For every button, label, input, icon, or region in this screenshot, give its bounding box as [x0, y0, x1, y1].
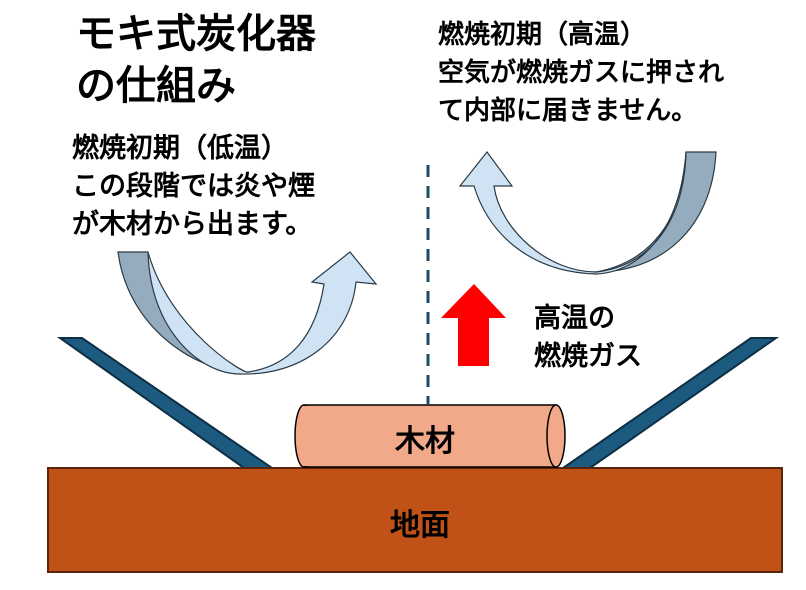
left-curved-arrow [117, 251, 378, 375]
right-curved-arrow [458, 151, 717, 275]
hot-gas-arrow [441, 284, 506, 366]
page-title: モキ式炭化器 の仕組み [76, 11, 316, 109]
ground-label: 地面 [390, 508, 450, 543]
kiln-wall-left [56, 337, 276, 469]
wood-log [294, 404, 566, 468]
low-temp-stage-note: 燃焼初期（低温） この段階では炎や煙 が木材から出ます。 [72, 133, 315, 240]
wood-label: 木材 [395, 424, 455, 459]
hot-gas-label: 高温の 燃焼ガス [534, 303, 642, 372]
ground [47, 467, 783, 573]
high-temp-stage-note: 燃焼初期（高温） 空気が燃焼ガスに押され て内部に届きません。 [438, 20, 725, 126]
